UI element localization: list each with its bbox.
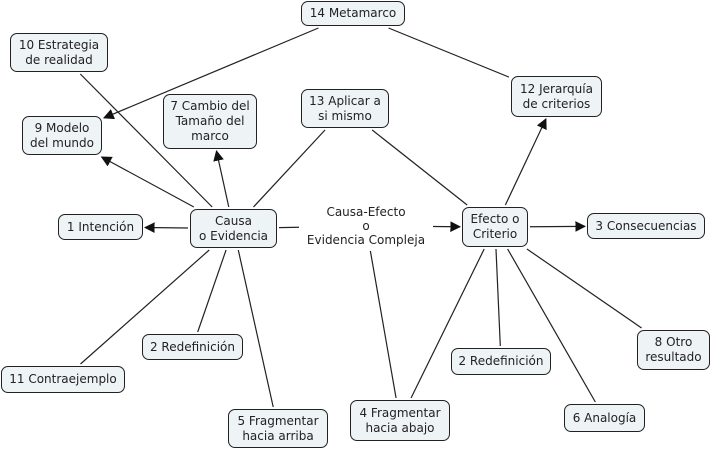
edge-causa-to-aplicar (253, 129, 326, 208)
edge-estrategia-to-causa (79, 73, 213, 208)
edge-causa-to-fragarriba (237, 249, 274, 408)
node-fragmentar-hacia-arriba[interactable]: 5 Fragmentar hacia arriba (228, 409, 328, 448)
node-aplicar-a-si-mismo[interactable]: 13 Aplicar a si mismo (301, 89, 389, 128)
edge-efecto-to-redef2 (495, 248, 501, 347)
node-redefinicion-causa[interactable]: 2 Redefinición (142, 334, 243, 360)
edge-metamarco-to-jerarquia (388, 27, 510, 78)
node-analogia[interactable]: 6 Analogía (564, 404, 645, 432)
edge-causa-to-contra (80, 249, 210, 365)
node-estrategia-de-realidad[interactable]: 10 Estrategia de realidad (10, 33, 108, 72)
node-modelo-del-mundo[interactable]: 9 Modelo del mundo (22, 116, 102, 155)
edge-efecto-to-otro (526, 248, 642, 329)
edge-metamarco-to-modelo-arrow (103, 27, 319, 120)
node-metamarco[interactable]: 14 Metamarco (301, 1, 405, 26)
node-cambio-tamano-marco[interactable]: 7 Cambio del Tamaño del marco (163, 94, 257, 149)
node-contraejemplo[interactable]: 11 Contraejemplo (1, 366, 125, 393)
node-intencion[interactable]: 1 Intención (58, 214, 143, 240)
edge-efecto-to-fragabajo (410, 248, 485, 399)
edge-causa-to-redef1 (197, 249, 227, 333)
edge-efecto-to-analogia (507, 248, 596, 403)
node-redefinicion-efecto[interactable]: 2 Redefinición (451, 348, 551, 375)
edge-center-to-fragabajo (369, 250, 397, 399)
edge-causa-to-modelo-arrow (100, 156, 195, 208)
node-consecuencias[interactable]: 3 Consecuencias (587, 213, 705, 239)
edge-causa-to-cambio-arrow (213, 149, 230, 208)
center-linking-phrase: Causa-Efecto o Evidencia Compleja (306, 205, 426, 247)
edge-aplicar-to-efecto (371, 129, 468, 206)
node-efecto-o-criterio[interactable]: Efecto o Criterio (462, 207, 528, 247)
node-jerarquia-de-criterios[interactable]: 12 Jerarquía de criterios (511, 76, 602, 117)
node-causa-o-evidencia[interactable]: Causa o Evidencia (190, 209, 277, 248)
edge-efecto-to-jerarquia-arrow (504, 118, 547, 206)
node-fragmentar-hacia-abajo[interactable]: 4 Fragmentar hacia abajo (350, 400, 450, 441)
node-otro-resultado[interactable]: 8 Otro resultado (637, 330, 710, 370)
